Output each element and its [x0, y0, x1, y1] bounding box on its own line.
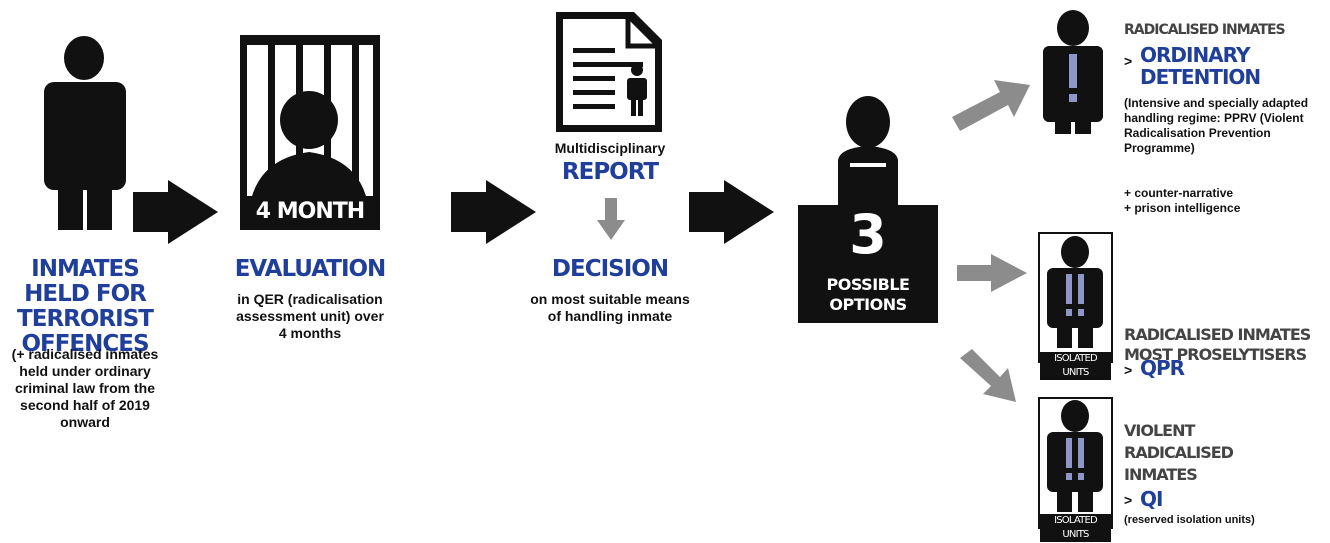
isolated-units-label: ISOLATED UNITS [1040, 352, 1111, 380]
option1-desc: (Intensive and specially adapted handlin… [1124, 96, 1309, 155]
arrow-right-icon [689, 180, 774, 244]
arrow-right-icon [957, 254, 1027, 292]
podium-speaker-icon [798, 96, 938, 323]
isolated-units-label: ISOLATED UNITS [1040, 514, 1111, 542]
duration-badge: 4 MONTH [255, 199, 365, 224]
step2-desc: in QER (radicalisation assessment unit) … [236, 291, 384, 341]
person-icon [44, 36, 126, 230]
step1-note: (+ radicalised inmates held under ordina… [11, 346, 159, 430]
report-document-icon [556, 12, 662, 132]
option2-prefix: > [1124, 362, 1133, 378]
option1-extra1: + counter-narrative [1124, 186, 1234, 200]
arrow-right-icon [952, 80, 1030, 131]
arrow-down-icon [597, 198, 625, 240]
option1-heading: RADICALISED INMATES [1124, 22, 1286, 38]
step3-title: DECISION [551, 256, 669, 282]
exclamation-person-icon [1038, 232, 1113, 363]
option2-title: QPR [1140, 356, 1185, 380]
option3-heading: VIOLENT RADICALISED INMATES [1124, 421, 1234, 484]
report-pretitle: Multidisciplinary [554, 140, 666, 156]
exclamation-person-icon [1043, 10, 1103, 134]
option1-title: ORDINARY DETENTION [1140, 43, 1261, 89]
arrow-right-icon [133, 180, 218, 244]
option3-desc: (reserved isolation units) [1124, 514, 1255, 526]
report-title: REPORT [561, 159, 659, 185]
step2-title: EVALUATION [234, 256, 387, 282]
step1-title: INMATES HELD FOR TERRORIST OFFENCES [17, 256, 154, 357]
option1-prefix: > [1124, 53, 1133, 69]
jail-bars-icon [240, 35, 380, 230]
options-count: 3 [849, 203, 887, 266]
exclamation-person-icon [1038, 397, 1113, 529]
option2-heading: RADICALISED INMATES MOST PROSELYTISERS [1124, 325, 1311, 364]
step3-desc: on most suitable means of handling inmat… [530, 291, 690, 324]
option1-extra2: + prison intelligence [1124, 201, 1241, 215]
arrow-right-icon [451, 180, 536, 244]
options-label: POSSIBLE OPTIONS [826, 275, 910, 314]
option3-prefix: > [1124, 492, 1133, 508]
arrow-right-icon [960, 349, 1016, 402]
option3-title: QI [1140, 487, 1163, 511]
